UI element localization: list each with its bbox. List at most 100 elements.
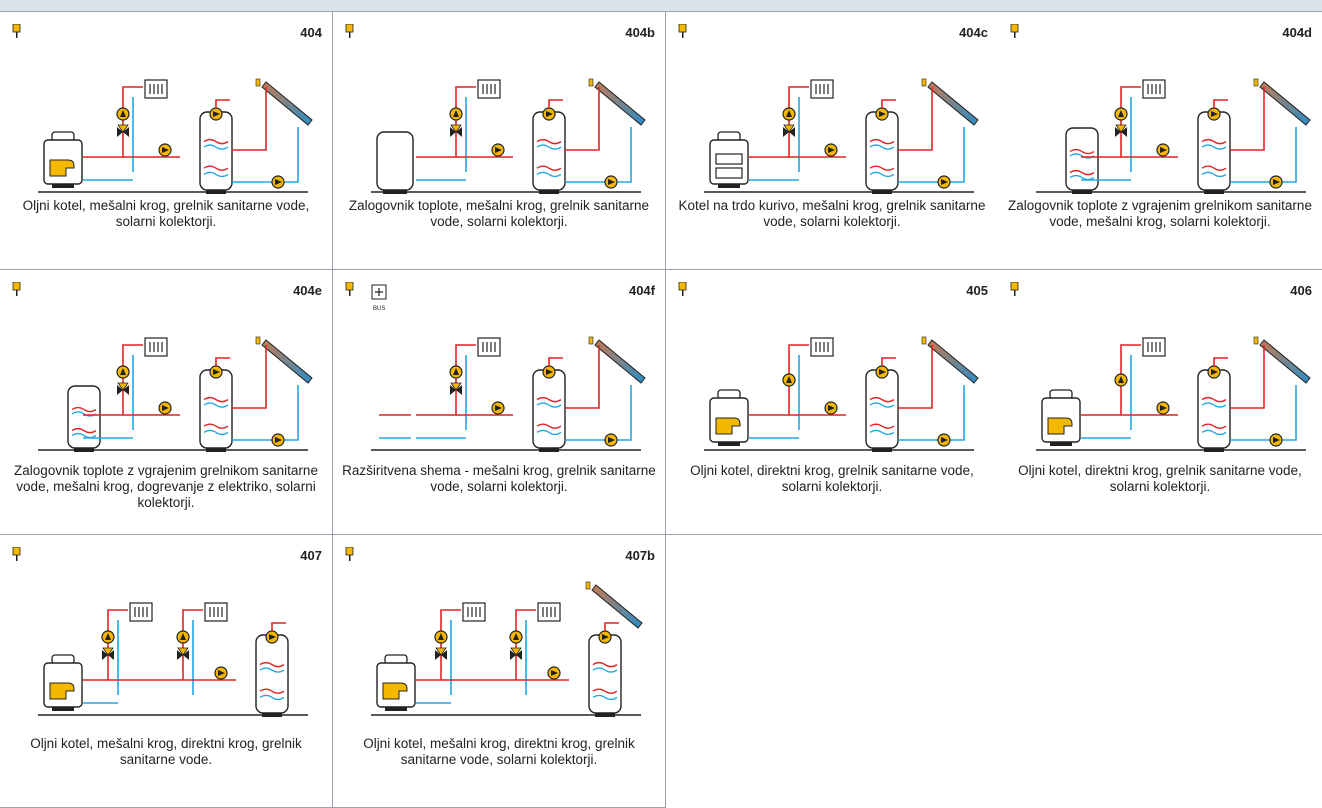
cold-pipe	[1230, 385, 1297, 441]
hydraulic-scheme-diagram	[371, 336, 646, 452]
cold-pipe	[1230, 127, 1297, 183]
hot-pipe	[232, 345, 267, 409]
sensor-pin-icon	[345, 547, 354, 561]
scheme-code: 405	[966, 283, 988, 298]
scheme-caption: Oljni kotel, direktni krog, grelnik sani…	[690, 463, 974, 494]
oil-boiler-icon	[709, 389, 749, 446]
pump-icon	[265, 630, 279, 644]
scheme-caption: Oljni kotel, mešalni krog, direktni krog…	[363, 736, 635, 767]
hot-pipe	[83, 609, 128, 681]
oil-boiler-icon	[43, 131, 83, 188]
storage-tank-icon	[1065, 127, 1099, 194]
scheme-card-404b[interactable]: 404b Zalogovnik toplote, mešalni krog, g…	[333, 12, 666, 270]
sensor-pin-icon	[678, 282, 687, 296]
pump-icon	[598, 630, 612, 644]
pump-icon	[449, 107, 463, 121]
hydraulic-scheme-diagram	[38, 602, 308, 717]
scheme-card-404c[interactable]: 404c Kotel na trdo kurivo, mešalni krog,…	[666, 12, 999, 270]
scheme-card-407[interactable]: 407 Oljni kotel, mešalni krog, direktni …	[0, 535, 333, 808]
scheme-caption: Kotel na trdo kurivo, mešalni krog, grel…	[678, 198, 986, 229]
radiator-icon	[144, 337, 168, 357]
pump-icon	[116, 107, 130, 121]
scheme-code: 407	[300, 548, 322, 563]
pump-icon	[1269, 175, 1283, 189]
scheme-card-406[interactable]: 406 Oljni kotel, direktni krog, grelnik …	[998, 270, 1322, 535]
hot-pipe	[1213, 99, 1228, 108]
hot-pipe	[416, 609, 461, 681]
pump-icon	[271, 175, 285, 189]
scheme-card-404[interactable]: 404 Oljni kotel, mešalni krog, grelnik s…	[0, 12, 333, 270]
scheme-card-404f[interactable]: 404f Razširitvena shema - mešalni krog, …	[333, 270, 666, 535]
pump-icon	[434, 630, 448, 644]
hydraulic-scheme-diagram	[38, 336, 313, 452]
sensor-pin-icon	[12, 282, 21, 296]
pump-icon	[875, 365, 889, 379]
pump-icon	[1207, 107, 1221, 121]
scheme-card-404d[interactable]: 404d Zalogovnik toplote z vgrajenim grel…	[998, 12, 1322, 270]
storage-tank-icon	[865, 111, 899, 194]
cold-pipe	[565, 127, 632, 183]
hot-pipe	[83, 86, 143, 158]
hot-pipe	[416, 344, 476, 416]
cold-pipe	[232, 385, 299, 441]
pump-icon	[1114, 373, 1128, 387]
hot-pipe	[881, 99, 896, 108]
sensor-pin-icon	[345, 24, 354, 38]
hot-pipe	[565, 87, 600, 151]
scheme-card-407b[interactable]: 407b Oljni kotel, mešalni krog, direktni…	[333, 535, 666, 808]
radiator-icon	[1142, 337, 1166, 357]
pump-icon	[782, 373, 796, 387]
storage-tank-icon	[1197, 111, 1231, 194]
scheme-card-404e[interactable]: 404e Zalogovnik toplote z vgrajenim grel…	[0, 270, 333, 535]
hot-pipe	[1081, 344, 1141, 416]
pump-icon	[824, 401, 838, 415]
hot-pipe	[565, 345, 600, 409]
hot-pipe	[548, 357, 563, 366]
sensor-pin-icon	[678, 24, 687, 38]
pump-icon	[209, 365, 223, 379]
pump-icon	[491, 401, 505, 415]
mixing-valve-icon	[435, 647, 447, 660]
scheme-caption: Razširitvena shema - mešalni krog, greln…	[342, 463, 656, 494]
hot-pipe	[1230, 87, 1265, 151]
radiator-icon	[477, 79, 501, 99]
radiator-icon	[462, 602, 486, 622]
radiator-icon	[1142, 79, 1166, 99]
solar-collector-icon	[921, 78, 979, 126]
storage-tank-icon	[376, 131, 414, 194]
pump-icon	[604, 175, 618, 189]
storage-tank-icon	[865, 369, 899, 452]
oil-boiler-icon	[43, 654, 83, 711]
hot-pipe	[1230, 345, 1265, 409]
hydraulic-scheme-diagram	[371, 78, 646, 194]
pump-icon	[214, 666, 228, 680]
storage-tank-icon	[199, 369, 233, 452]
scheme-caption: Oljni kotel, direktni krog, grelnik sani…	[1018, 463, 1302, 494]
pump-icon	[158, 143, 172, 157]
hydraulic-scheme-diagram	[371, 581, 643, 717]
header-bar	[0, 0, 1322, 12]
mixing-valve-icon	[1115, 124, 1127, 137]
storage-tank-icon	[199, 111, 233, 194]
solar-collector-icon	[1253, 78, 1311, 126]
mixing-valve-icon	[450, 124, 462, 137]
hot-pipe	[548, 99, 563, 108]
scheme-code: 404c	[959, 25, 988, 40]
scheme-card-405[interactable]: 405 Oljni kotel, direktni krog, grelnik …	[666, 270, 999, 535]
pump-icon	[824, 143, 838, 157]
mixing-valve-icon	[510, 647, 522, 660]
oil-boiler-icon	[1041, 389, 1081, 446]
scheme-code: 404e	[293, 283, 322, 298]
storage-tank-icon	[255, 634, 289, 717]
solar-collector-icon	[255, 336, 313, 384]
hot-pipe	[1081, 86, 1141, 158]
radiator-icon	[477, 337, 501, 357]
scheme-caption: Zalogovnik toplote, mešalni krog, grelni…	[348, 198, 650, 229]
sensor-pin-icon	[12, 547, 21, 561]
mixing-valve-icon	[117, 382, 129, 395]
pump-icon	[116, 365, 130, 379]
hydraulic-scheme-diagram	[38, 78, 313, 194]
radiator-icon	[129, 602, 153, 622]
hydraulic-scheme-diagram	[704, 336, 979, 452]
hot-pipe	[416, 86, 476, 158]
